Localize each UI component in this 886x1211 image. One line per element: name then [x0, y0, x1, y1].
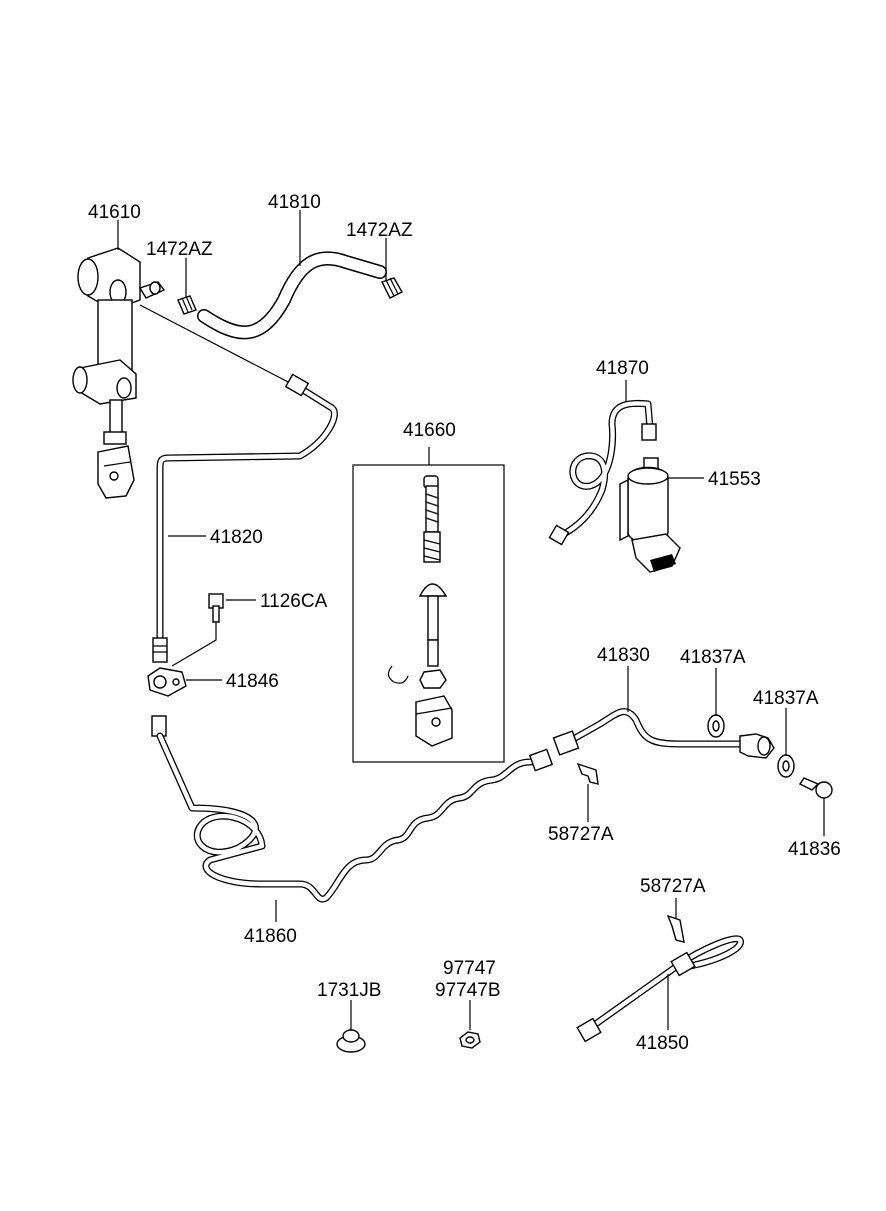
clutch-pipe-41850[interactable] — [576, 935, 744, 1043]
label-41830: 41830 — [597, 645, 650, 666]
label-1472az-right: 1472AZ — [346, 220, 413, 241]
hose-41870[interactable] — [548, 399, 657, 546]
reservoir-hose-41810[interactable] — [197, 251, 387, 340]
nut-97747[interactable] — [459, 1031, 481, 1049]
label-41610: 41610 — [88, 202, 141, 223]
label-41837a-1: 41837A — [680, 647, 746, 668]
washer-41837a-1-hole — [712, 720, 720, 732]
label-41860: 41860 — [244, 926, 297, 947]
clip-58727a-2[interactable] — [666, 914, 685, 943]
bracket-41846[interactable] — [147, 667, 187, 697]
damper-41553[interactable] — [619, 457, 681, 573]
label-1731jb: 1731JB — [317, 980, 381, 1001]
label-97747b: 97747B — [435, 980, 501, 1001]
label-1126ca: 1126CA — [260, 591, 328, 612]
hose-clamp-left-1472az[interactable] — [177, 295, 197, 315]
label-58727a-1: 58727A — [548, 824, 614, 845]
bolt-1126ca[interactable] — [208, 593, 224, 623]
label-41837a-2: 41837A — [753, 688, 819, 709]
master-cylinder-41610[interactable] — [72, 247, 166, 499]
clutch-pipe-41860[interactable] — [151, 715, 554, 903]
label-41870: 41870 — [596, 358, 649, 379]
label-41836: 41836 — [788, 839, 841, 860]
label-41660: 41660 — [403, 420, 456, 441]
label-41820: 41820 — [210, 527, 263, 548]
clutch-pipe-41830[interactable] — [552, 708, 775, 759]
bolt-41836[interactable] — [798, 777, 833, 799]
label-97747: 97747 — [443, 958, 496, 979]
label-41810: 41810 — [268, 192, 321, 213]
grommet-1731jb[interactable] — [336, 1029, 366, 1053]
label-41846: 41846 — [226, 671, 279, 692]
repair-kit-box-41660[interactable] — [352, 447, 505, 763]
label-41553: 41553 — [708, 469, 761, 490]
label-1472az-left: 1472AZ — [146, 239, 213, 260]
label-58727a-2: 58727A — [640, 876, 706, 897]
clip-58727a-1[interactable] — [576, 762, 599, 785]
clutch-pipe-41820[interactable] — [152, 373, 338, 663]
washer-41837a-2-hole — [782, 760, 790, 772]
label-41850: 41850 — [636, 1033, 689, 1054]
hose-clamp-right-1472az[interactable] — [381, 277, 403, 299]
